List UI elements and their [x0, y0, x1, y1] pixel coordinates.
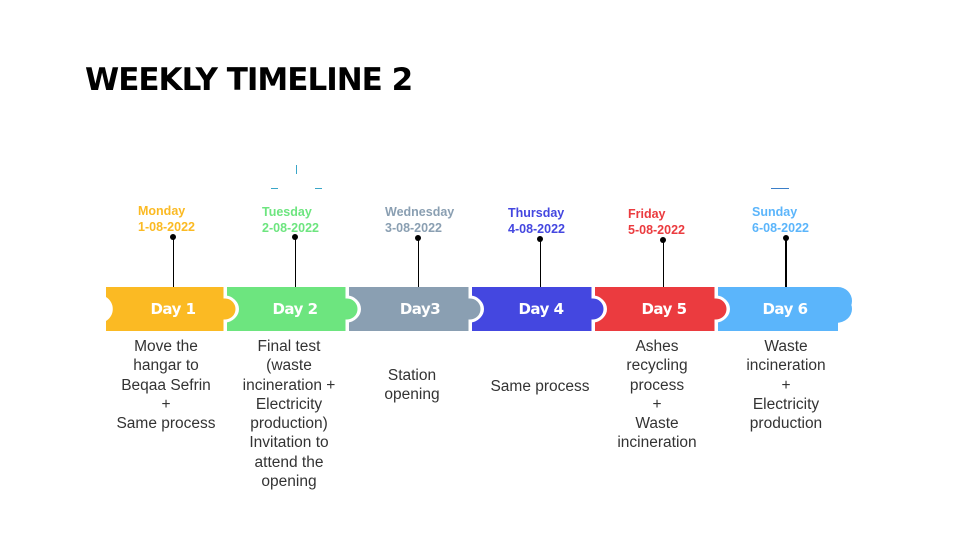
weekday: Wednesday: [385, 205, 455, 219]
page-title: WEEKLY TIMELINE 2: [85, 62, 413, 98]
date: 1-08-2022: [138, 220, 195, 234]
segment-label-day-5: Day 5: [641, 300, 687, 318]
connector-line: [785, 238, 787, 287]
decorative-mark-tuesday: [296, 165, 297, 174]
weekday: Tuesday: [262, 205, 312, 219]
segment-day-4: [472, 287, 605, 331]
segment-label-day-4: Day 4: [518, 300, 564, 318]
description-day-4: Same process: [490, 378, 590, 395]
day-label-thursday: Thursday 4-08-2022: [508, 205, 638, 237]
segment-day-6-tab: [836, 295, 852, 323]
segment-label-day-1: Day 1: [150, 300, 196, 318]
connector-line: [418, 238, 419, 287]
segment-label-day-6: Day 6: [762, 300, 808, 318]
segment-day-2: [227, 287, 359, 331]
segment-day-1: [106, 287, 237, 331]
segment-day-3: [349, 287, 482, 331]
segment-label-day-3: Day3: [399, 300, 441, 318]
connector-line: [540, 239, 541, 287]
day-label-friday: Friday 5-08-2022: [628, 206, 758, 238]
description-day-6: Waste incineration + Electricity product…: [746, 338, 826, 433]
segment-day-6: [718, 287, 852, 331]
day-label-sunday: Sunday 6-08-2022: [752, 204, 882, 236]
connector-line: [173, 237, 174, 287]
date: 2-08-2022: [262, 221, 319, 235]
decorative-mark-tuesday-left: [271, 188, 278, 189]
day-label-wednesday: Wednesday 3-08-2022: [385, 204, 515, 236]
decorative-mark-tuesday-right: [315, 188, 322, 189]
connector-line: [295, 237, 296, 287]
description-day-2: Final test (waste incineration + Electri…: [242, 338, 336, 491]
description-day-1: Move the hangar to Beqaa Sefrin + Same p…: [116, 338, 216, 433]
day-label-tuesday: Tuesday 2-08-2022: [262, 204, 392, 236]
date: 5-08-2022: [628, 223, 685, 237]
segment-label-day-2: Day 2: [272, 300, 318, 318]
weekday: Thursday: [508, 206, 565, 220]
weekday: Sunday: [752, 205, 798, 219]
connector-line: [663, 240, 664, 287]
description-day-5: Ashes recycling process + Waste incinera…: [617, 338, 697, 452]
date: 6-08-2022: [752, 221, 809, 235]
weekday: Monday: [138, 204, 186, 218]
day-label-monday: Monday 1-08-2022: [138, 203, 268, 235]
segment-day-5: [595, 287, 728, 331]
date: 4-08-2022: [508, 222, 565, 236]
date: 3-08-2022: [385, 221, 442, 235]
description-day-3: Station opening: [384, 367, 440, 404]
decorative-mark-sunday: [771, 188, 789, 189]
weekday: Friday: [628, 207, 666, 221]
